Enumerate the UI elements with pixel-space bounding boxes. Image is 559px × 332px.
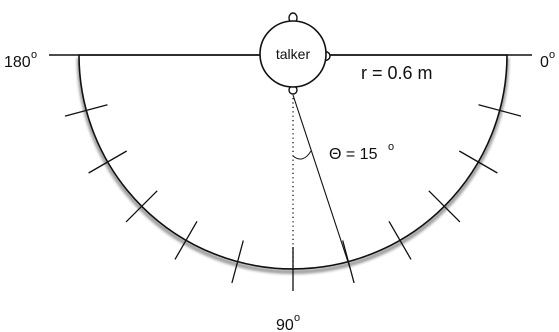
angle-label-90-value: 90 [276,317,294,332]
tick-mark-15 [478,104,522,117]
angle-label-90: 90 o [276,312,300,332]
tick-mark-105 [231,240,244,284]
tick-mark-120 [174,220,198,260]
talker-head: talker [259,12,331,95]
tick-mark-30 [458,150,498,174]
angle-label-180-value: 180 [4,54,31,71]
tick-mark-165 [64,104,108,117]
theta-label: Θ = 15 o [329,141,394,163]
head-circle [259,20,327,88]
theta-label-degree: o [388,141,394,153]
angle-label-0-value: 0 [540,54,549,71]
angle-label-180-degree: o [31,49,37,61]
semicircle-arc [78,54,508,270]
theta-angle-arc [292,150,312,160]
theta-label-value: Θ = 15 [329,146,378,163]
talker-label: talker [276,46,311,62]
tick-mark-135 [125,190,158,223]
radius-label: r = 0.6 m [361,63,433,83]
tick-mark-60 [388,220,412,260]
angle-label-180: 180 o [4,49,37,71]
tick-mark-45 [428,190,461,223]
tick-marks [64,104,522,291]
angle-label-90-degree: o [294,312,300,324]
angle-label-0-degree: o [549,49,555,61]
theta-direction-line [292,94,351,269]
angle-label-0: 0 o [540,49,555,71]
tick-mark-150 [88,150,128,174]
